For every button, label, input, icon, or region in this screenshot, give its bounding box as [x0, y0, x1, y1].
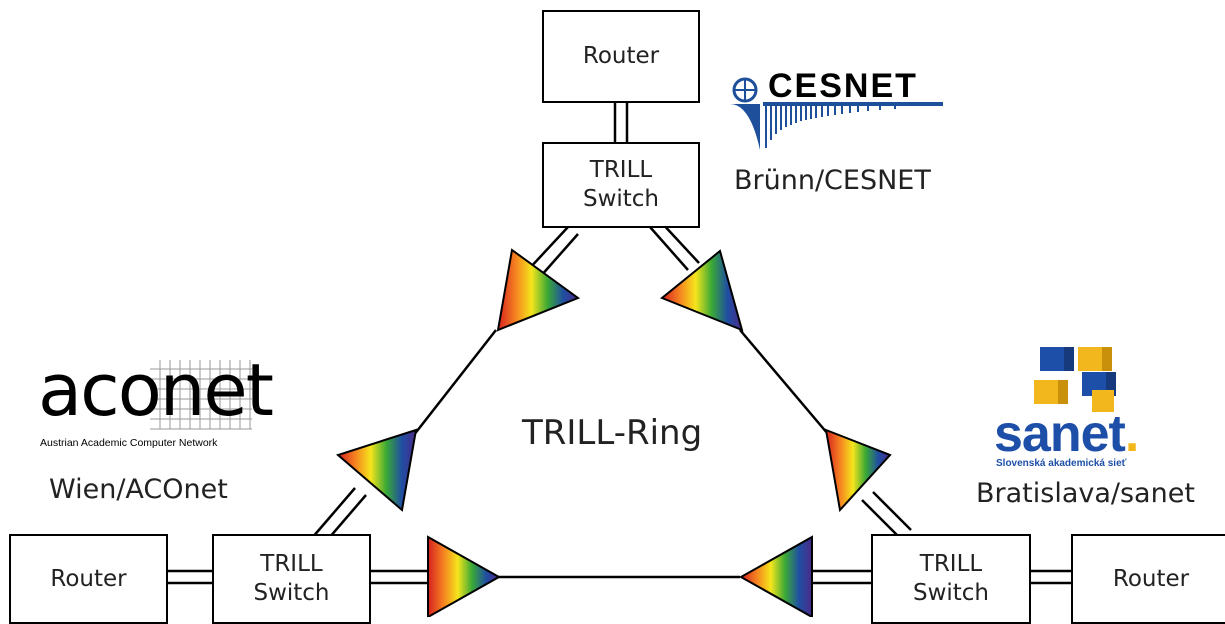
cesnet-logo-wordmark: CESNET: [768, 67, 918, 105]
fibre-right-span: [739, 329, 834, 441]
sanet-cubes-graphic: [1034, 347, 1116, 412]
link-right-up-stub: [861, 491, 912, 539]
amplifier-left: [335, 428, 418, 512]
location-brno: Brünn/CESNET: [734, 165, 931, 196]
fibre-spans: [409, 329, 834, 579]
sanet-logo-tagline: Slovenská akademická sieť: [996, 458, 1127, 469]
amplifier-bottom-right: [738, 535, 813, 617]
link-top-left-stub: [527, 226, 579, 278]
sanet-logo-dot: .: [1124, 405, 1139, 463]
switch-left-line2: Switch: [253, 580, 330, 606]
amplifier-right: [824, 428, 892, 513]
link-right-router-switch: [1030, 569, 1072, 585]
router-top-label: Router: [582, 43, 660, 69]
link-top-router-switch: [613, 102, 629, 143]
switch-left-line1: TRILL: [260, 551, 323, 577]
switch-right-line2: Switch: [912, 580, 990, 606]
aconet-logo-wordmark: aconet: [38, 348, 274, 432]
trill-switch-right: TRILL Switch: [871, 534, 1031, 624]
location-bratislava: Bratislava/sanet: [976, 478, 1195, 509]
aconet-logo-tagline: Austrian Academic Computer Network: [40, 437, 218, 449]
router-left-label: Router: [50, 565, 127, 592]
cesnet-logo-graphic: [730, 77, 943, 150]
link-top-right-stub: [649, 220, 700, 271]
amplifier-bottom-left: [427, 535, 502, 617]
location-vienna: Wien/ACOnet: [49, 474, 228, 505]
switch-right-line1: TRILL: [919, 551, 983, 577]
trill-switch-left: TRILL Switch: [212, 534, 371, 624]
router-top: Router: [542, 10, 700, 103]
switch-top-line1: TRILL: [589, 157, 653, 183]
router-left: Router: [9, 534, 168, 624]
link-right-left-stub: [812, 569, 872, 585]
router-right: Router: [1071, 534, 1225, 624]
aconet-grid-graphic: [150, 360, 252, 430]
amplifier-top-right: [660, 249, 744, 332]
sanet-logo-text: sanet: [994, 405, 1126, 463]
trill-switch-top: TRILL Switch: [542, 142, 700, 228]
link-left-router-switch: [167, 569, 213, 585]
link-left-right-stub: [370, 569, 428, 585]
switch-top-line2: Switch: [582, 186, 660, 212]
fibre-left-span: [409, 329, 497, 441]
amplifier-top-left: [496, 248, 581, 332]
sanet-logo-wordmark: sanet.: [994, 405, 1139, 463]
ring-label: TRILL-Ring: [522, 413, 703, 453]
router-right-label: Router: [1112, 565, 1190, 592]
